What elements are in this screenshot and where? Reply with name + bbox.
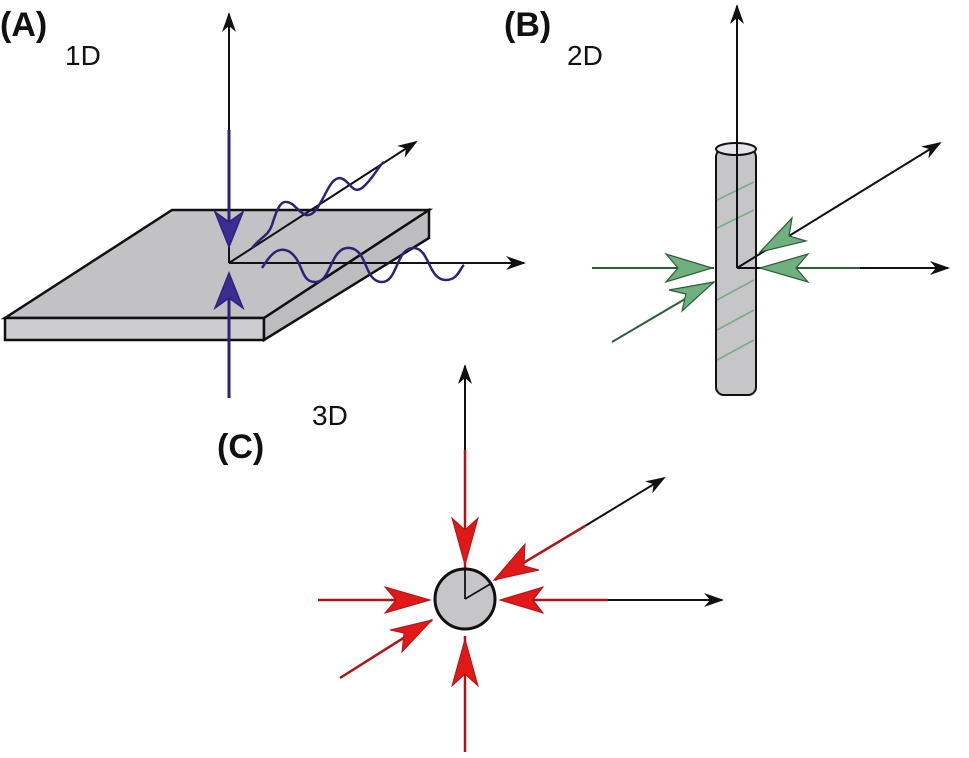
panel-b: (B) 2D bbox=[504, 4, 950, 396]
panel-a-label: (A) bbox=[0, 6, 47, 44]
wave-diagonal bbox=[251, 160, 385, 249]
arrowhead-down-icon bbox=[451, 516, 479, 567]
arrowhead-up-right-icon bbox=[668, 281, 716, 313]
panel-c-label: (C) bbox=[217, 428, 264, 466]
panel-a-dimension-label: 1D bbox=[65, 40, 101, 71]
panel-a-axis-diagonal bbox=[228, 140, 418, 264]
wave-horizontal bbox=[260, 246, 465, 284]
arrowhead-right-icon bbox=[664, 252, 715, 284]
arrowhead-down-left-icon bbox=[758, 216, 809, 254]
panel-c: (C) 3D bbox=[217, 364, 724, 752]
slab bbox=[0, 207, 434, 343]
arrowhead-right-icon bbox=[383, 586, 432, 614]
quantum-dot bbox=[433, 567, 497, 631]
arrowhead-left-icon bbox=[498, 586, 545, 614]
panel-c-confinement-arrows bbox=[318, 450, 608, 752]
panel-c-dimension-label: 3D bbox=[312, 400, 348, 431]
arrowhead-down-left-icon bbox=[492, 542, 540, 581]
panel-a-confinement-arrows bbox=[213, 130, 245, 398]
wire-helix bbox=[716, 181, 755, 361]
panel-b-dimension-label: 2D bbox=[567, 40, 603, 71]
arrowhead-up-icon bbox=[213, 270, 245, 311]
panel-b-label: (B) bbox=[504, 6, 551, 44]
panel-a: (A) 1D bbox=[0, 6, 526, 398]
arrowhead-up-icon bbox=[451, 637, 479, 688]
arrowhead-left-icon bbox=[757, 252, 810, 284]
arrowhead-up-right-icon bbox=[389, 619, 434, 654]
panel-b-confinement-arrows bbox=[592, 216, 860, 343]
arrowhead-down-icon bbox=[213, 209, 245, 250]
panel-c-axis-diagonal bbox=[584, 476, 666, 527]
